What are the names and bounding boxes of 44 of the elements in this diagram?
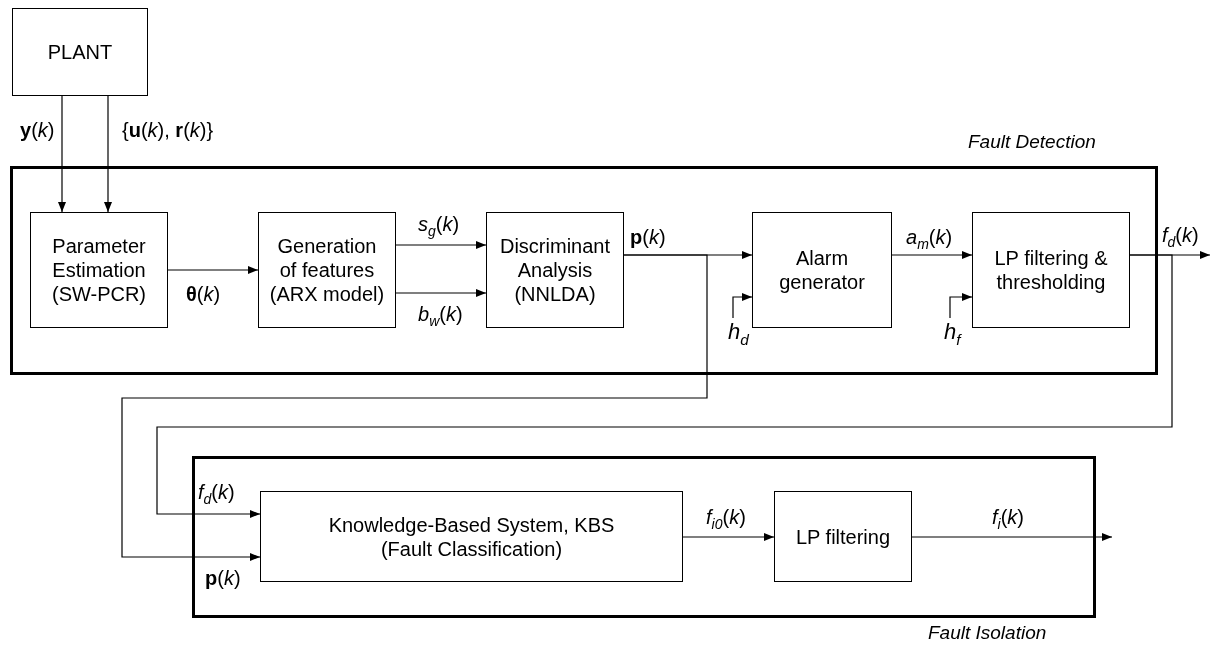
process-box bbox=[12, 8, 148, 96]
threshold-label: h$_{d}$ bbox=[728, 320, 750, 350]
box-label: Generation of features (ARX model) bbox=[268, 234, 386, 306]
process-box bbox=[258, 212, 396, 328]
process-box bbox=[486, 212, 624, 328]
box-label: Alarm generator bbox=[778, 246, 866, 294]
edge-label: b$_{w}$(k) bbox=[418, 302, 463, 331]
box-label: LP filtering bbox=[794, 524, 892, 549]
arrow bbox=[682, 533, 775, 541]
group-title: Fault Isolation bbox=[928, 622, 1047, 644]
threshold-label: h$_{f}$ bbox=[944, 320, 963, 350]
edge-label: f$_{d}$(k) bbox=[1162, 223, 1199, 252]
arrow bbox=[58, 95, 66, 213]
edge-label: f$_{i0}$(k) bbox=[706, 505, 746, 534]
process-box bbox=[774, 491, 912, 582]
arrow bbox=[167, 266, 259, 274]
arrow bbox=[891, 251, 973, 259]
arrow bbox=[395, 289, 487, 297]
edge-label: θ(k) bbox=[186, 282, 221, 306]
edge-label: y(k) bbox=[20, 118, 55, 142]
process-box bbox=[972, 212, 1130, 328]
box-label: Parameter Estimation (SW-PCR) bbox=[50, 234, 148, 306]
arrow bbox=[395, 241, 487, 249]
box-label: LP filtering & thresholding bbox=[993, 246, 1109, 294]
edge-label: a$_{m}$(k) bbox=[906, 225, 953, 254]
arrow bbox=[156, 254, 1173, 518]
process-box bbox=[260, 491, 683, 582]
arrow bbox=[104, 95, 112, 213]
arrow bbox=[911, 533, 1113, 541]
box-label: PLANT bbox=[46, 40, 114, 64]
edge-label: p(k) bbox=[205, 566, 241, 590]
box-label: Knowledge-Based System, KBS (Fault Classification) bbox=[327, 512, 616, 561]
box-label: Discriminant Analysis (NNLDA) bbox=[499, 234, 611, 306]
process-box bbox=[30, 212, 168, 328]
group-title: Fault Detection bbox=[968, 131, 1096, 153]
arrow bbox=[121, 254, 708, 561]
edge-label: f$_{i}$(k) bbox=[992, 505, 1025, 534]
edge-label: s$_{g}$(k) bbox=[418, 212, 460, 241]
arrow bbox=[949, 293, 973, 319]
process-box bbox=[752, 212, 892, 328]
edge-label: f$_{d}$(k) bbox=[198, 480, 235, 509]
edge-label: {u(k), r(k)} bbox=[122, 118, 214, 142]
edge-label: p(k) bbox=[630, 225, 666, 249]
arrow bbox=[732, 293, 753, 319]
